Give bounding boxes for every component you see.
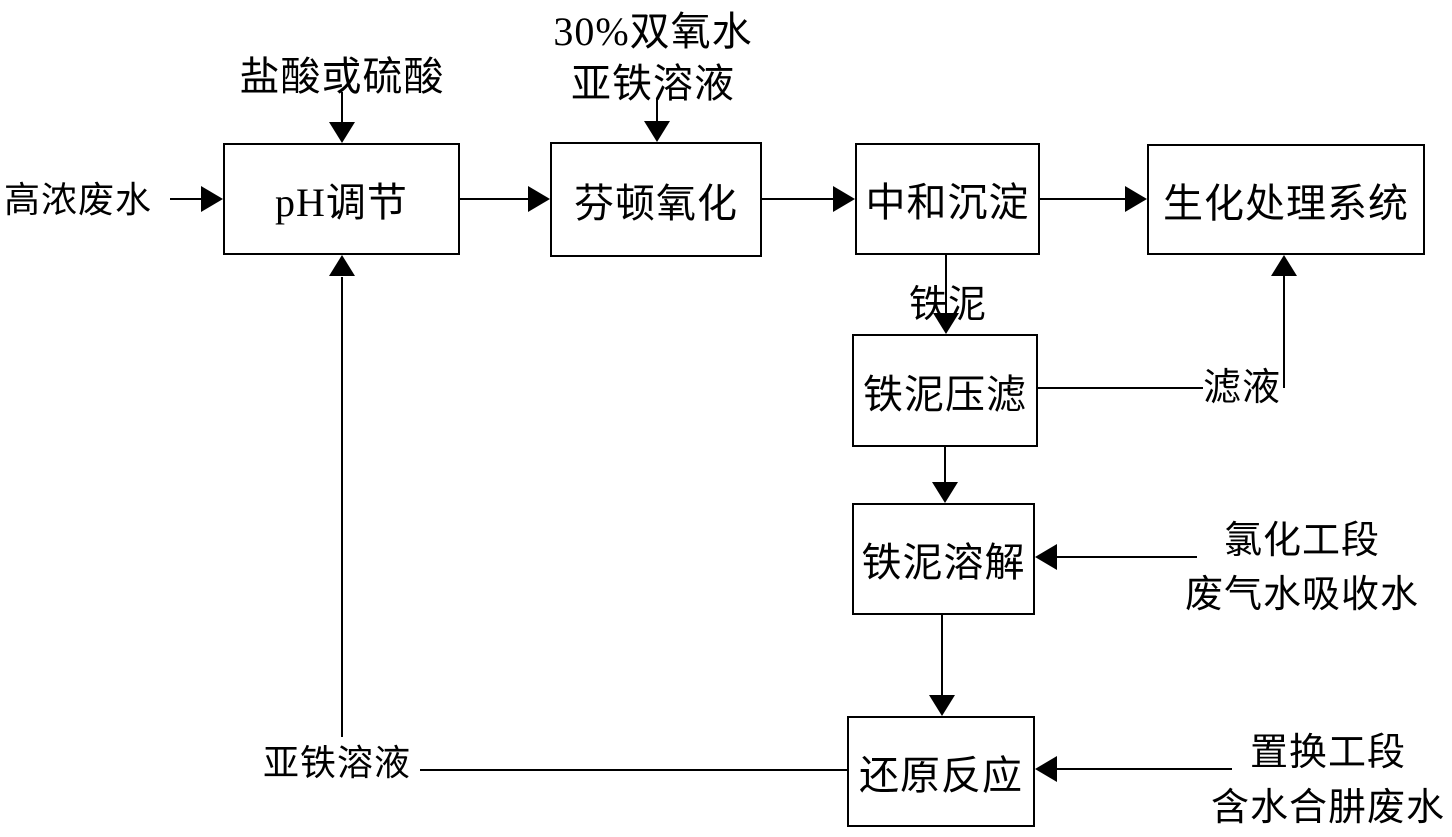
line-neutralization-to-press — [945, 255, 947, 315]
arrowhead-left-icon — [1035, 544, 1057, 570]
arrowhead-left-icon — [1035, 756, 1057, 782]
line-ph-to-fenton — [460, 198, 530, 200]
arrowhead-up-icon — [329, 255, 355, 276]
label-oxidant-line2: 亚铁溶液 — [571, 61, 735, 106]
label-acid-input: 盐酸或硫酸 — [239, 54, 445, 99]
label-oxidant-input: 30%双氧水 亚铁溶液 — [523, 6, 783, 110]
label-oxidant-line1: 30%双氧水 — [553, 9, 753, 54]
label-displacement-line2: 含水合肼废水 — [1210, 787, 1445, 829]
line-fenton-to-neutralization — [762, 198, 835, 200]
arrowhead-down-icon — [933, 313, 959, 334]
line-dissolution-to-reduction — [941, 615, 943, 696]
arrowhead-right-icon — [833, 186, 855, 212]
node-ph-adjustment: pH调节 — [223, 143, 460, 255]
label-ferrous-solution: 亚铁溶液 — [263, 743, 412, 783]
line-chlorination-to-dissolution — [1056, 556, 1197, 558]
arrowhead-down-icon — [932, 482, 958, 503]
node-biochemical-treatment-system: 生化处理系统 — [1147, 144, 1425, 255]
line-press-to-dissolution — [944, 447, 946, 484]
label-filtrate: 滤液 — [1203, 367, 1282, 409]
label-chlorination-line2: 废气水吸收水 — [1184, 574, 1419, 616]
line-influent-to-ph — [170, 198, 203, 200]
line-filtrate-to-bio — [1283, 276, 1285, 388]
arrowhead-down-icon — [644, 121, 670, 142]
line-reduction-to-ferrous — [420, 769, 847, 771]
label-iron-sludge: 铁泥 — [898, 273, 998, 328]
arrowhead-right-icon — [1125, 186, 1147, 212]
node-iron-sludge-dissolution: 铁泥溶解 — [852, 503, 1035, 615]
arrowhead-down-icon — [929, 695, 955, 716]
line-displacement-to-reduction — [1056, 768, 1232, 770]
label-displacement-input: 置换工段 含水合肼废水 — [1158, 726, 1452, 836]
line-neutralization-to-bio — [1040, 198, 1127, 200]
label-chlorination-line1: 氯化工段 — [1223, 520, 1380, 562]
line-acid-to-ph — [341, 92, 343, 123]
node-iron-sludge-press-filtration: 铁泥压滤 — [852, 334, 1038, 447]
arrowhead-up-icon — [1271, 255, 1297, 276]
arrowhead-down-icon — [329, 122, 355, 143]
node-reduction-reaction: 还原反应 — [847, 716, 1035, 827]
line-press-to-filtrate — [1038, 387, 1203, 389]
arrowhead-right-icon — [528, 186, 550, 212]
node-neutralization-precipitation: 中和沉淀 — [855, 143, 1040, 255]
line-ferrous-to-ph — [341, 277, 343, 737]
line-oxidant-to-fenton — [656, 98, 658, 124]
node-fenton-oxidation: 芬顿氧化 — [550, 142, 762, 257]
arrowhead-right-icon — [201, 186, 223, 212]
label-displacement-line1: 置换工段 — [1249, 732, 1406, 774]
label-chlorination-input: 氯化工段 废气水吸收水 — [1132, 514, 1452, 622]
label-influent: 高浓废水 — [4, 180, 153, 220]
